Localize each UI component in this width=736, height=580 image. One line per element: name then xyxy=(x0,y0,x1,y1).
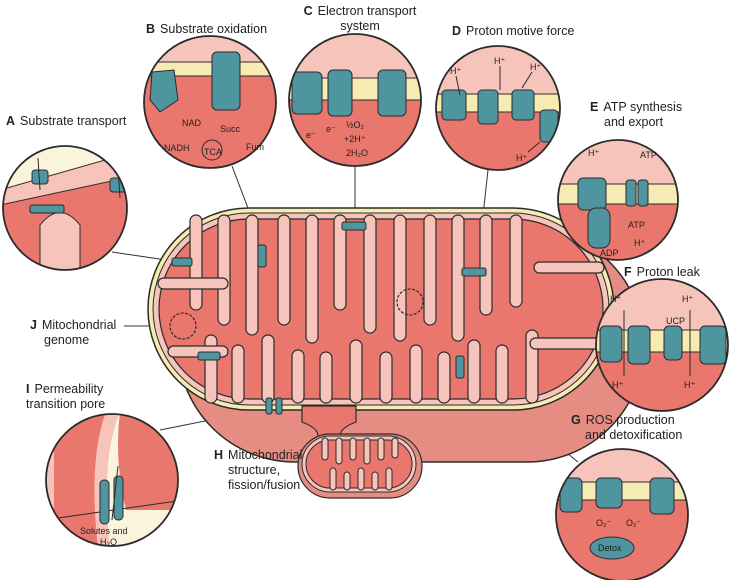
electron-label-1: e⁻ xyxy=(306,130,316,140)
proton-f-4: H⁺ xyxy=(684,380,696,390)
ucp-label: UCP xyxy=(666,316,686,326)
main-mitochondrion xyxy=(147,207,645,499)
proton-f-3: H⁺ xyxy=(612,380,624,390)
detox-label: Detox xyxy=(598,543,622,553)
water-i-label: H₂O xyxy=(100,537,117,547)
solutes-label: Solutes and xyxy=(80,526,128,536)
oxygen-label: ½O₂ xyxy=(346,120,364,130)
proton-f-2: H⁺ xyxy=(682,294,694,304)
superoxide-label-2: O₂⁻ xyxy=(626,518,642,528)
atp-label-mid: ATP xyxy=(628,220,645,230)
proton-d-2: H⁺ xyxy=(494,56,506,66)
mtdna-ring-right xyxy=(396,288,424,316)
electron-label-2: e⁻ xyxy=(326,124,336,134)
proton-d-1: H⁺ xyxy=(450,66,462,76)
atp-label-top: ATP xyxy=(640,150,657,160)
proton-f-1: H⁺ xyxy=(610,294,622,304)
proton-e-1: H⁺ xyxy=(588,148,600,158)
nad-label: NAD xyxy=(182,118,202,128)
water-label: 2H₂O xyxy=(346,148,368,158)
adp-label: ADP xyxy=(600,248,619,258)
panel-i-circle xyxy=(46,414,178,546)
nadh-label: NADH xyxy=(164,143,190,153)
panel-f-circle xyxy=(596,279,728,411)
superoxide-label-1: O₂⁻ xyxy=(596,518,612,528)
fum-label: Fum xyxy=(246,142,264,152)
proton-d-4: H⁺ xyxy=(516,153,528,163)
protons-label: +2H⁺ xyxy=(344,134,366,144)
panel-a-circle xyxy=(3,146,127,270)
proton-e-2: H⁺ xyxy=(634,238,646,248)
proton-d-3: H⁺ xyxy=(530,62,542,72)
panel-g-circle xyxy=(556,449,688,580)
panel-c-circle xyxy=(289,34,421,166)
tca-label: TCA xyxy=(204,147,222,157)
panel-e-circle xyxy=(558,140,678,260)
succ-label: Succ xyxy=(220,124,241,134)
mtdna-ring-left xyxy=(169,312,197,340)
